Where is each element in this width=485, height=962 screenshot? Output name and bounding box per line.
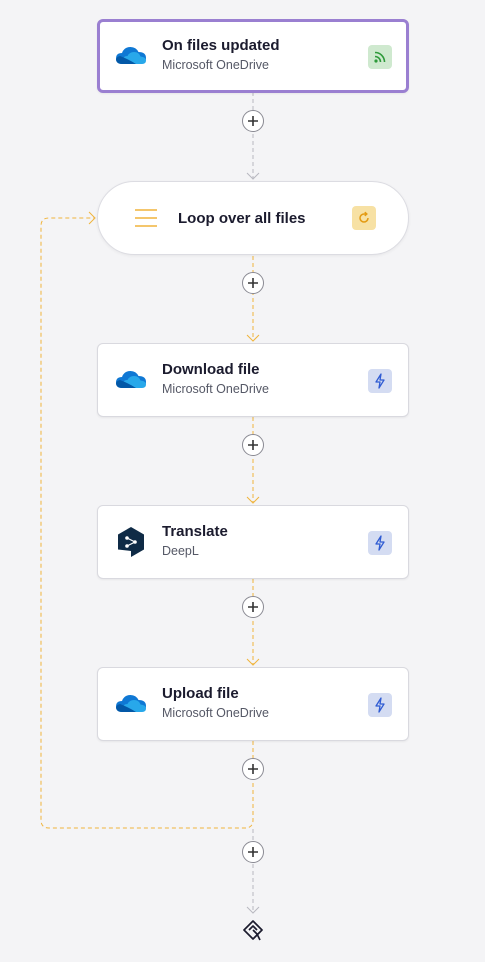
plus-icon xyxy=(248,764,258,774)
end-flag-icon xyxy=(241,918,265,942)
loop-node[interactable]: Loop over all files xyxy=(97,181,409,255)
step-subtitle: Microsoft OneDrive xyxy=(162,706,269,720)
lightning-icon xyxy=(368,369,392,393)
trigger-card[interactable]: On files updated Microsoft OneDrive xyxy=(97,19,409,93)
step-subtitle: Microsoft OneDrive xyxy=(162,382,269,396)
deepl-icon xyxy=(116,526,146,558)
onedrive-cloud-icon xyxy=(114,42,148,70)
trigger-subtitle: Microsoft OneDrive xyxy=(162,58,269,72)
add-step-button[interactable] xyxy=(242,434,264,456)
onedrive-cloud-icon xyxy=(114,690,148,718)
lightning-icon xyxy=(368,693,392,717)
plus-icon xyxy=(248,116,258,126)
trigger-title: On files updated xyxy=(162,37,280,54)
add-step-button[interactable] xyxy=(242,841,264,863)
step-subtitle: DeepL xyxy=(162,544,199,558)
step-card-download-file[interactable]: Download file Microsoft OneDrive xyxy=(97,343,409,417)
plus-icon xyxy=(248,278,258,288)
loop-title: Loop over all files xyxy=(178,210,306,227)
lightning-icon xyxy=(368,531,392,555)
plus-icon xyxy=(248,847,258,857)
add-step-button[interactable] xyxy=(242,596,264,618)
onedrive-cloud-icon xyxy=(114,366,148,394)
plus-icon xyxy=(248,440,258,450)
plus-icon xyxy=(248,602,258,612)
rss-icon xyxy=(368,45,392,69)
add-step-button[interactable] xyxy=(242,110,264,132)
step-card-upload-file[interactable]: Upload file Microsoft OneDrive xyxy=(97,667,409,741)
step-title: Translate xyxy=(162,523,228,540)
add-step-button[interactable] xyxy=(242,758,264,780)
menu-lines-icon xyxy=(134,208,158,228)
step-title: Upload file xyxy=(162,685,239,702)
loop-icon xyxy=(352,206,376,230)
add-step-button[interactable] xyxy=(242,272,264,294)
step-title: Download file xyxy=(162,361,260,378)
step-card-translate[interactable]: Translate DeepL xyxy=(97,505,409,579)
